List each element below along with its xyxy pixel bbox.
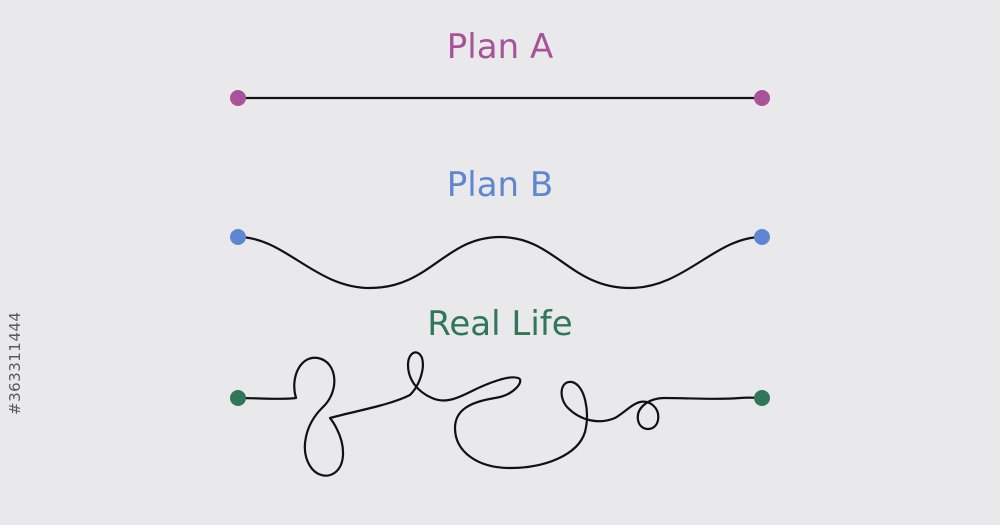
plan-b-end-dot — [754, 229, 770, 245]
real-life-path — [236, 351, 764, 477]
plan-a-group — [230, 90, 770, 106]
real-life-title: Real Life — [427, 304, 573, 344]
real-life-start-dot — [230, 390, 246, 406]
real-life-end-dot — [754, 390, 770, 406]
plan-a-end-dot — [754, 90, 770, 106]
plan-b-group — [230, 229, 770, 290]
plan-a-title: Plan A — [446, 27, 554, 67]
plan-b-start-dot — [230, 229, 246, 245]
real-life-group — [230, 351, 770, 477]
plan-b-title: Plan B — [446, 165, 554, 205]
plan-b-path — [236, 235, 764, 290]
plan-a-start-dot — [230, 90, 246, 106]
stock-id-label: #363311444 — [6, 311, 24, 415]
